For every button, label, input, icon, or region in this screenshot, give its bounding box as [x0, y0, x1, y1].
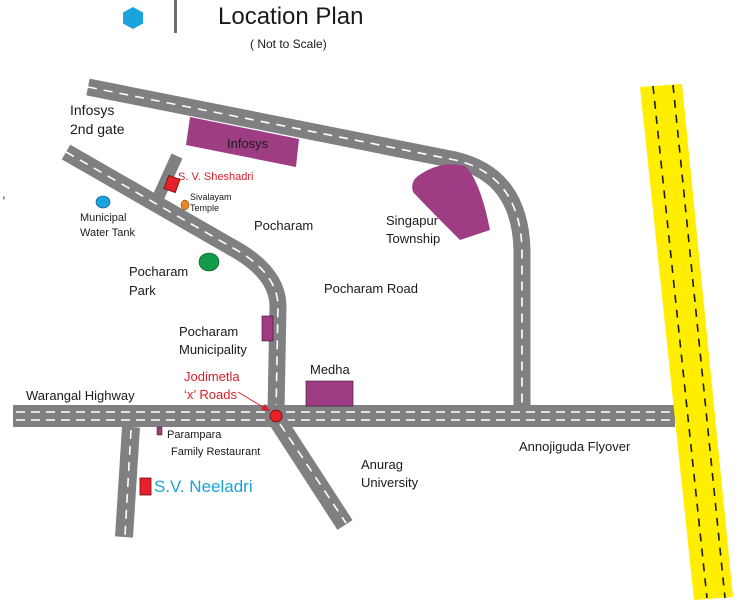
- label-parampara-restaurant: Parampara Family Restaurant: [167, 429, 261, 458]
- label-anurag-university: Anurag University: [361, 457, 419, 490]
- label-singapur-township: Singapur Township: [386, 213, 441, 246]
- header-divider: [174, 0, 177, 33]
- label-sv-sheshadri: S. V. Sheshadri: [178, 171, 254, 183]
- page-subtitle: ( Not to Scale): [250, 37, 327, 51]
- label-medha: Medha: [310, 362, 350, 377]
- road-sheshadri-lane: [152, 153, 183, 201]
- road-infosys: [86, 78, 531, 412]
- road-warangal-highway: [13, 405, 675, 427]
- jodimetla-junction-icon: [269, 409, 283, 423]
- label-pocharam-municipality: Pocharam Municipality: [179, 324, 247, 357]
- label-pocharam: Pocharam: [254, 218, 314, 233]
- junction-pointer-arrow: [237, 391, 267, 410]
- infosys-building: [186, 117, 299, 167]
- road-anurag: [269, 415, 353, 530]
- label-municipal-water-tank: Municipal Water Tank: [80, 212, 136, 239]
- parampara-restaurant-marker: [156, 426, 163, 436]
- water-tank-icon: [95, 195, 111, 209]
- label-pocharam-road: Pocharam Road: [324, 281, 418, 296]
- park-icon: [198, 252, 220, 272]
- sv-neeladri-marker: [139, 477, 152, 496]
- label-infosys-2nd-gate: Infosys 2nd gate: [70, 102, 125, 137]
- medha-building: [305, 380, 354, 407]
- temple-icon: [180, 199, 190, 211]
- hexagon-logo-icon: [123, 7, 143, 29]
- label-warangal-highway: Warangal Highway: [26, 388, 135, 403]
- label-jodimetla-x-roads: Jodimetla ‘x’ Roads: [184, 369, 240, 402]
- stray-mark: ,: [2, 186, 6, 201]
- label-infosys: Infosys: [227, 136, 269, 151]
- label-sv-neeladri: S.V. Neeladri: [154, 477, 253, 496]
- page-title: Location Plan: [218, 3, 364, 30]
- sv-sheshadri-marker: [163, 174, 181, 194]
- label-annojiguda-flyover: Annojiguda Flyover: [519, 439, 631, 454]
- road-pocharam: [61, 144, 287, 413]
- label-pocharam-park: Pocharam Park: [129, 264, 189, 298]
- label-sivalayam-temple: Sivalayam Temple: [190, 192, 232, 213]
- pocharam-municipality-building: [261, 315, 274, 342]
- flyover-annojiguda: [640, 84, 733, 600]
- singapur-township-building: [412, 164, 490, 240]
